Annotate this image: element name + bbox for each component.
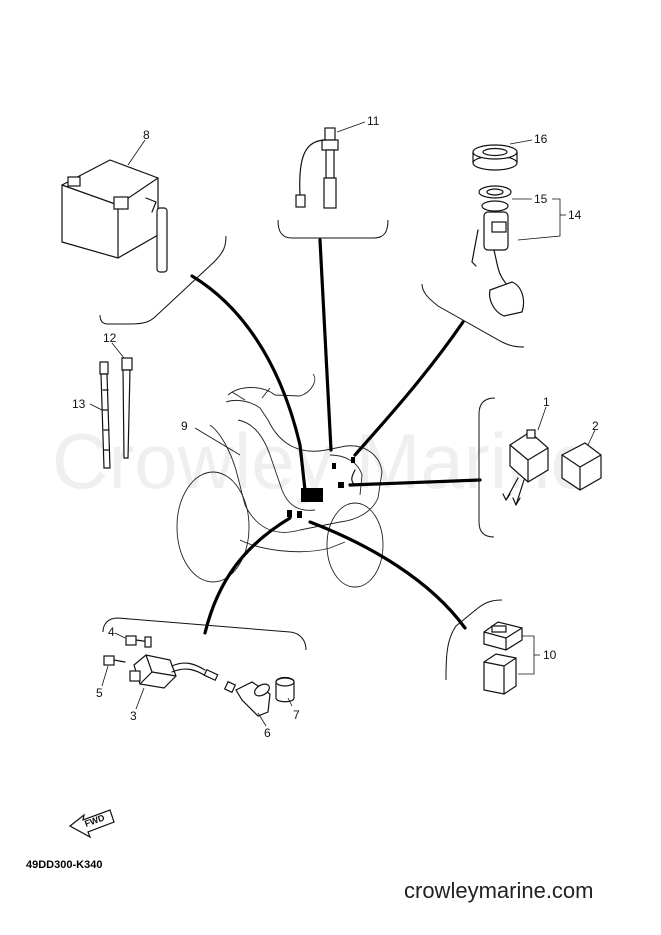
callout-8[interactable]: 8 xyxy=(143,128,150,142)
group-brackets xyxy=(99,219,525,681)
cable-tie-part-12[interactable] xyxy=(121,357,133,459)
cap-part-7[interactable] xyxy=(275,676,295,703)
battery-breather-tube[interactable] xyxy=(156,207,168,273)
frame-connector-5 xyxy=(351,457,355,463)
callout-11[interactable]: 11 xyxy=(367,114,380,128)
callout-10[interactable]: 10 xyxy=(543,648,557,662)
callout-1[interactable]: 1 xyxy=(543,395,550,409)
battery[interactable] xyxy=(61,159,159,259)
callout-15[interactable]: 15 xyxy=(534,192,548,206)
bolt-part-5[interactable] xyxy=(103,655,126,666)
ring-part-15[interactable] xyxy=(478,185,512,212)
callout-4[interactable]: 4 xyxy=(108,625,115,639)
cable-tie-part-13[interactable] xyxy=(99,361,111,469)
harness-lines xyxy=(190,238,482,635)
callout-3[interactable]: 3 xyxy=(130,709,137,723)
spark-plug-cap-part-6[interactable] xyxy=(223,680,272,717)
website-footer[interactable]: crowleymarine.com xyxy=(404,878,594,903)
sensor-part-11[interactable] xyxy=(295,127,339,209)
scooter-outline xyxy=(176,373,384,588)
callout-12[interactable]: 12 xyxy=(103,331,117,345)
relay-part-10-bottom[interactable] xyxy=(483,653,517,695)
frame-mounted-box xyxy=(301,488,323,502)
frame-connector-4 xyxy=(332,463,336,469)
callout-9[interactable]: 9 xyxy=(181,419,188,433)
frame-connector-3 xyxy=(338,482,344,488)
ignition-coil-part-3[interactable] xyxy=(129,654,219,689)
callout-2[interactable]: 2 xyxy=(592,419,599,433)
relay-part-10-top[interactable] xyxy=(483,621,523,651)
relay-part-1[interactable] xyxy=(502,429,549,506)
diagram-code: 49DD300-K340 xyxy=(26,859,103,871)
frame-connector-2 xyxy=(297,511,302,518)
fuel-sender-part-14[interactable] xyxy=(471,211,525,317)
callout-14[interactable]: 14 xyxy=(568,208,582,222)
callout-6[interactable]: 6 xyxy=(264,726,271,740)
callout-16[interactable]: 16 xyxy=(534,132,548,146)
callout-13[interactable]: 13 xyxy=(72,397,86,411)
fwd-arrow-icon: FWD xyxy=(68,809,115,839)
callout-5[interactable]: 5 xyxy=(96,686,103,700)
callout-7[interactable]: 7 xyxy=(293,708,300,722)
grommet-part-16[interactable] xyxy=(472,144,518,171)
frame-wire-loop xyxy=(351,469,356,485)
relay-part-2[interactable] xyxy=(561,442,602,491)
frame-connector-1 xyxy=(287,510,292,517)
bolt-part-4[interactable] xyxy=(125,635,152,648)
